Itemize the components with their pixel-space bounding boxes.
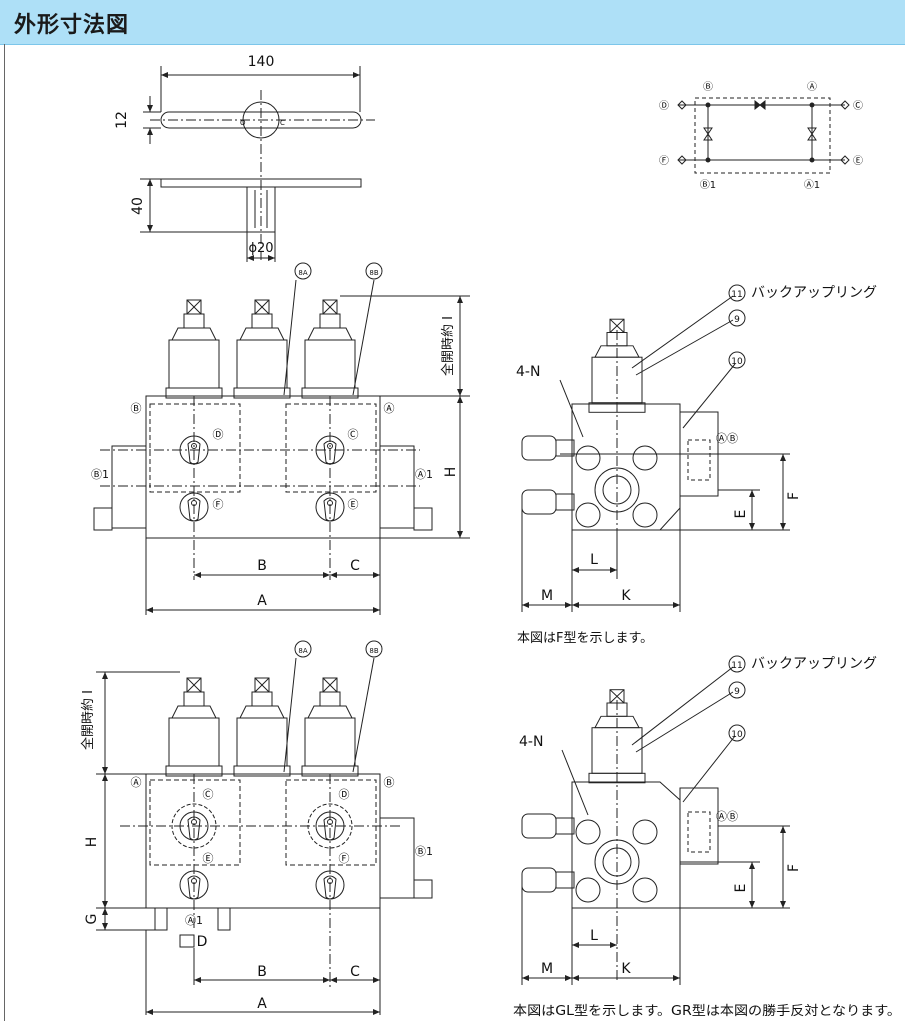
port-ab-top: ⒶⒷ xyxy=(716,432,738,445)
circuit-F: Ⓕ xyxy=(659,155,669,167)
dim-c-bottom: C xyxy=(350,964,360,980)
port-c-top: Ⓒ xyxy=(348,428,359,441)
dim-h-bottom: H xyxy=(84,837,100,848)
callout-10-bottom: 10 xyxy=(731,730,743,740)
callout-10-top: 10 xyxy=(731,357,743,367)
port-e-bottom: Ⓔ xyxy=(203,852,214,865)
dim-d-bottom: D xyxy=(197,934,208,950)
callout-11-top: 11 xyxy=(731,290,742,300)
front-view-bottom xyxy=(96,640,433,1015)
handle-view xyxy=(140,66,375,262)
dim-m-top: M xyxy=(541,588,553,604)
circuit-B: Ⓑ xyxy=(703,81,713,93)
dim-f-top: F xyxy=(786,492,802,500)
callout-8b-top: 8B xyxy=(369,269,378,277)
label-4n-top: 4-N xyxy=(516,364,540,380)
side-view-top xyxy=(521,284,790,612)
port-ab-bottom: ⒶⒷ xyxy=(716,810,738,823)
port-a-top: Ⓐ xyxy=(384,402,395,415)
port-a-bottom: Ⓐ xyxy=(131,776,142,789)
dim-a-bottom: A xyxy=(257,996,267,1012)
port-b-bottom: Ⓑ xyxy=(384,776,395,789)
dim-g-bottom: G xyxy=(84,914,100,925)
circuit-C: Ⓒ xyxy=(853,100,863,112)
circuit-diagram xyxy=(677,97,850,174)
label-backup-ring-bottom: バックアップリング xyxy=(751,656,877,672)
dim-e-top: E xyxy=(733,510,749,519)
circuit-B1: Ⓑ1 xyxy=(700,179,716,191)
port-d-top: Ⓓ xyxy=(213,428,224,441)
dim-f-bottom: F xyxy=(786,864,802,872)
circuit-D: Ⓓ xyxy=(659,100,669,112)
port-d-bottom: Ⓓ xyxy=(339,788,350,801)
port-b1-bottom: Ⓑ1 xyxy=(415,845,433,858)
callout-9-top: 9 xyxy=(734,315,740,325)
callout-8a-top: 8A xyxy=(298,269,307,277)
dim-b-top: B xyxy=(257,558,267,574)
callout-8a-bottom: 8A xyxy=(298,647,307,655)
port-f-bottom: Ⓕ xyxy=(339,852,350,865)
dim-40: 40 xyxy=(130,197,146,215)
front-view-top xyxy=(93,262,470,615)
dim-b-bottom: B xyxy=(257,964,267,980)
header-bar: 外形寸法図 xyxy=(0,0,905,45)
dim-12: 12 xyxy=(114,111,130,129)
dim-open-top: 全開時約 I xyxy=(440,316,456,376)
dim-a-top: A xyxy=(257,593,267,609)
dim-l-bottom: L xyxy=(590,928,598,944)
port-a1-bottom: Ⓐ1 xyxy=(185,914,203,927)
dim-k-bottom: K xyxy=(621,961,631,977)
dim-e-bottom: E xyxy=(733,884,749,893)
port-b1-top: Ⓑ1 xyxy=(91,468,109,481)
caption-f-type: 本図はF型を示します。 xyxy=(517,631,653,646)
port-f-top: Ⓕ xyxy=(213,498,224,511)
port-c-bottom: Ⓒ xyxy=(203,788,214,801)
callout-11-bottom: 11 xyxy=(731,661,742,671)
mark-c: C xyxy=(280,119,285,127)
dim-phi20: ϕ20 xyxy=(248,241,273,256)
dim-140: 140 xyxy=(248,54,275,70)
left-border xyxy=(4,44,5,1021)
dim-open-bottom: 全開時約 I xyxy=(80,690,96,750)
label-4n-bottom: 4-N xyxy=(519,734,543,750)
circuit-A: Ⓐ xyxy=(807,81,817,93)
port-a1-top: Ⓐ1 xyxy=(415,468,433,481)
dim-h-top: H xyxy=(443,467,459,478)
page-title: 外形寸法図 xyxy=(14,13,130,38)
dim-l-top: L xyxy=(590,552,598,568)
side-view-bottom xyxy=(521,655,790,985)
caption-gl-type: 本図はGL型を示します。GR型は本図の勝手反対となります。 xyxy=(513,1004,901,1019)
mark-o: O xyxy=(240,119,246,127)
dim-m-bottom: M xyxy=(541,961,553,977)
dim-c-top: C xyxy=(350,558,360,574)
callout-9-bottom: 9 xyxy=(734,687,740,697)
circuit-E: Ⓔ xyxy=(853,155,863,167)
port-e-top: Ⓔ xyxy=(348,498,359,511)
port-b-top: Ⓑ xyxy=(131,402,142,415)
label-backup-ring-top: バックアップリング xyxy=(751,285,877,301)
callout-8b-bottom: 8B xyxy=(369,647,378,655)
dim-k-top: K xyxy=(621,588,631,604)
circuit-A1: Ⓐ1 xyxy=(804,179,820,191)
